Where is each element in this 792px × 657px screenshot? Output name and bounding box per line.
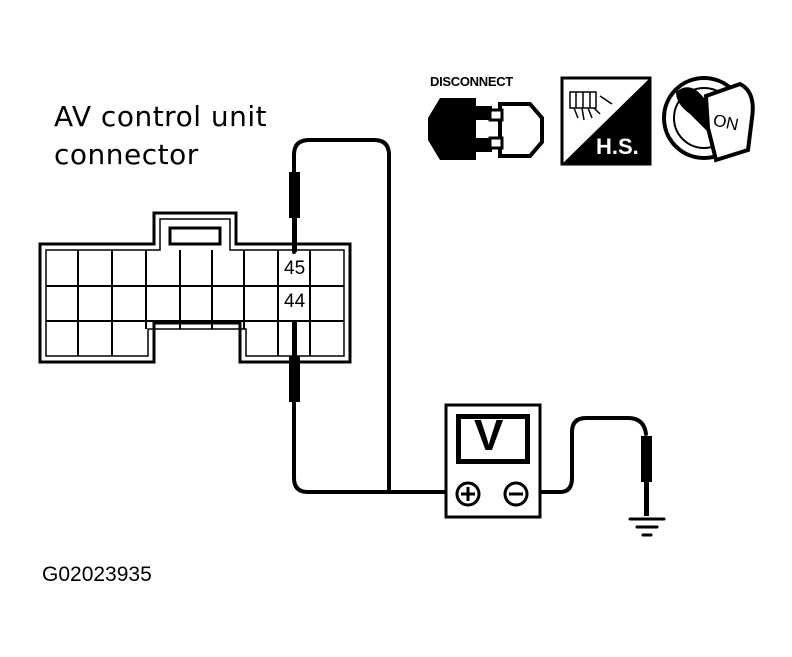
voltmeter-label: V — [474, 411, 504, 460]
connector-title-line2: connector — [54, 138, 199, 171]
harness-side-icon — [560, 76, 652, 166]
voltmeter — [444, 403, 542, 519]
probe-ground — [641, 436, 652, 516]
figure-id: G02023935 — [42, 563, 152, 586]
ground-symbol — [628, 517, 666, 537]
ignition-key-on-icon — [662, 76, 755, 163]
connector-face — [38, 211, 352, 364]
pin-label-44: 44 — [283, 291, 307, 313]
disconnect-connector-icon — [428, 98, 544, 160]
test-leads — [292, 138, 648, 494]
probe-lower — [289, 322, 300, 402]
connector-title-line1: AV control unit — [54, 100, 268, 133]
disconnect-label: DISCONNECT — [430, 74, 513, 89]
pin-label-45: 45 — [283, 258, 307, 280]
probe-upper — [289, 172, 300, 252]
harness-side-label: H.S. — [596, 134, 639, 159]
